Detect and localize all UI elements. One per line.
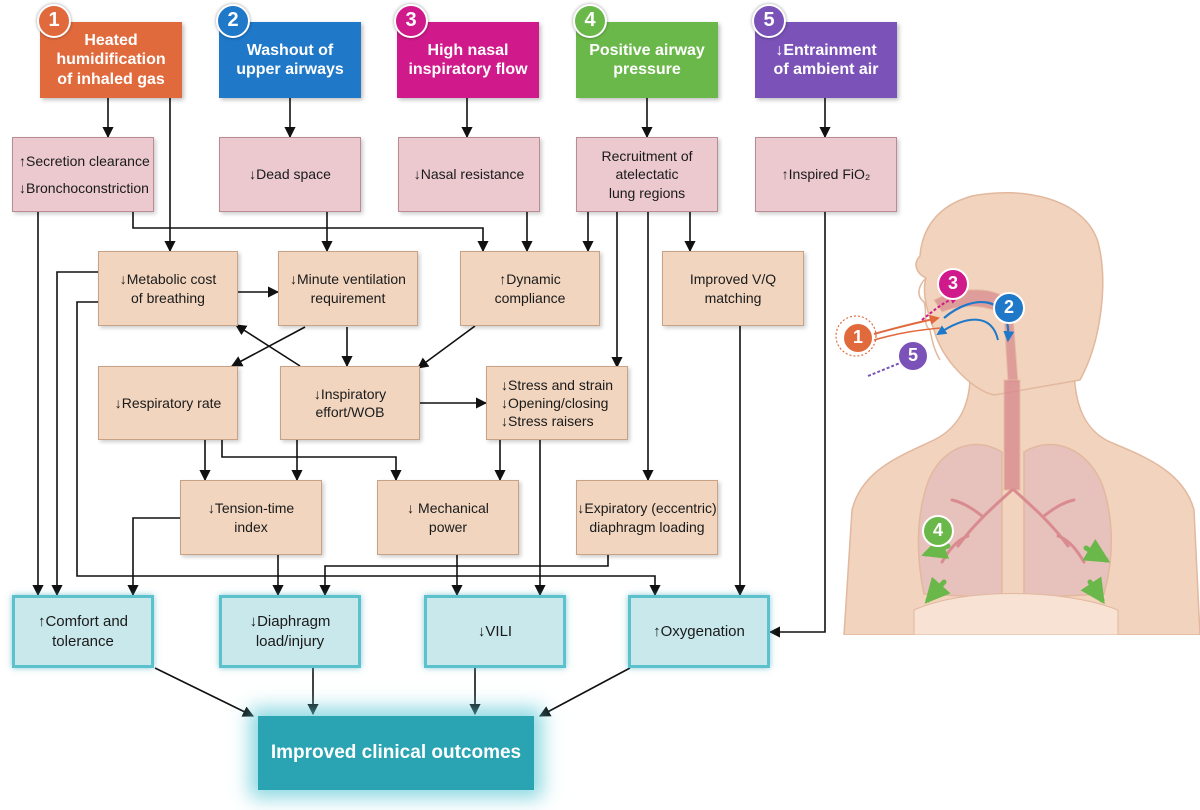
flow-arrow-washout (943, 300, 1015, 343)
mechanism-tension-time: ↓Tension-time index (180, 480, 322, 555)
effect-secretion-clearance: ↑Secretion clearance ↓Bronchoconstrictio… (12, 137, 154, 212)
mechanism-respiratory-rate: ↓Respiratory rate (98, 366, 238, 440)
mechanism-minute-ventilation: ↓Minute ventilation requirement (278, 251, 418, 326)
bronchus-left-b1 (950, 498, 984, 518)
header-badge-4: 4 (573, 4, 607, 38)
mechanism-expiratory-loading: ↓Expiratory (eccentric) diaphragm loadin… (576, 480, 718, 555)
airway-illustration (835, 191, 1200, 635)
header-positive-pressure: Positive airway pressure (576, 22, 718, 98)
outcome-diaphragm-injury: ↓Diaphragm load/injury (219, 595, 361, 668)
illustration-badge-1: 1 (842, 322, 874, 354)
arrow-comfort-final (154, 667, 255, 717)
pressure-arrow-3 (1082, 538, 1111, 563)
illustration-badge-4: 4 (922, 515, 954, 547)
mechanism-mechanical-power: ↓ Mechanical power (377, 480, 519, 555)
flow-arrow-heated-2 (873, 327, 941, 341)
pressure-arrow-4 (1080, 576, 1105, 605)
header-badge-1: 1 (37, 4, 71, 38)
outcome-vili: ↓VILI (424, 595, 566, 668)
effect-dead-space: ↓Dead space (219, 137, 361, 212)
mechanism-dynamic-compliance: ↑Dynamic compliance (460, 251, 600, 326)
face-profile-shape (918, 277, 941, 361)
outcome-comfort-tolerance: ↑Comfort and tolerance (12, 595, 154, 668)
header-badge-2: 2 (216, 4, 250, 38)
mechanism-metabolic-cost: ↓Metabolic cost of breathing (98, 251, 238, 326)
arrow-secretion-compliance (132, 212, 489, 253)
arrow-tension-comfort (127, 517, 180, 597)
arrow-oxygenation-final (539, 667, 631, 717)
flow-arrow-washout-return (936, 318, 999, 341)
mechanism-inspiratory-effort: ↓Inspiratory effort/WOB (280, 366, 420, 440)
left-lung-shape (917, 443, 1003, 599)
flow-arrow-heated (873, 314, 940, 335)
effect-recruitment: Recruitment of atelectatic lung regions (576, 137, 718, 212)
flow-arrow-nasal (921, 294, 960, 321)
trachea-shape (1003, 379, 1021, 491)
arrow-compliance-effort (417, 325, 476, 369)
effect-inspired-fio2: ↑Inspired FiO₂ (755, 137, 897, 212)
mechanism-stress-strain: ↓Stress and strain ↓Opening/closing ↓Str… (486, 366, 628, 440)
bronchus-right-b1 (1042, 498, 1076, 518)
illustration-badge-5: 5 (897, 340, 929, 372)
heat-glow-ring (835, 315, 877, 357)
arrow-expiratory-diaphragm (319, 555, 609, 597)
header-badge-5: 5 (752, 4, 786, 38)
illustration-badge-3: 3 (937, 268, 969, 300)
mechanism-vq-matching: Improved V/Q matching (662, 251, 804, 326)
pressure-arrow-1 (921, 535, 951, 559)
header-badge-3: 3 (394, 4, 428, 38)
pressure-arrow-2 (924, 576, 951, 604)
outcome-oxygenation: ↑Oxygenation (628, 595, 770, 668)
arrow-resprate-mechpower (221, 440, 402, 482)
arrow-fio2-oxygenation (768, 212, 826, 638)
final-clinical-outcomes: Improved clinical outcomes (258, 716, 534, 790)
arrow-effort-metabolic (235, 324, 301, 367)
bronchus-left-b2 (940, 534, 970, 564)
arrow-metabolic-oxygenation (76, 301, 661, 597)
arrow-metabolic-comfort (51, 271, 98, 597)
illustration-badge-2: 2 (993, 292, 1025, 324)
effect-nasal-resistance: ↓Nasal resistance (398, 137, 540, 212)
